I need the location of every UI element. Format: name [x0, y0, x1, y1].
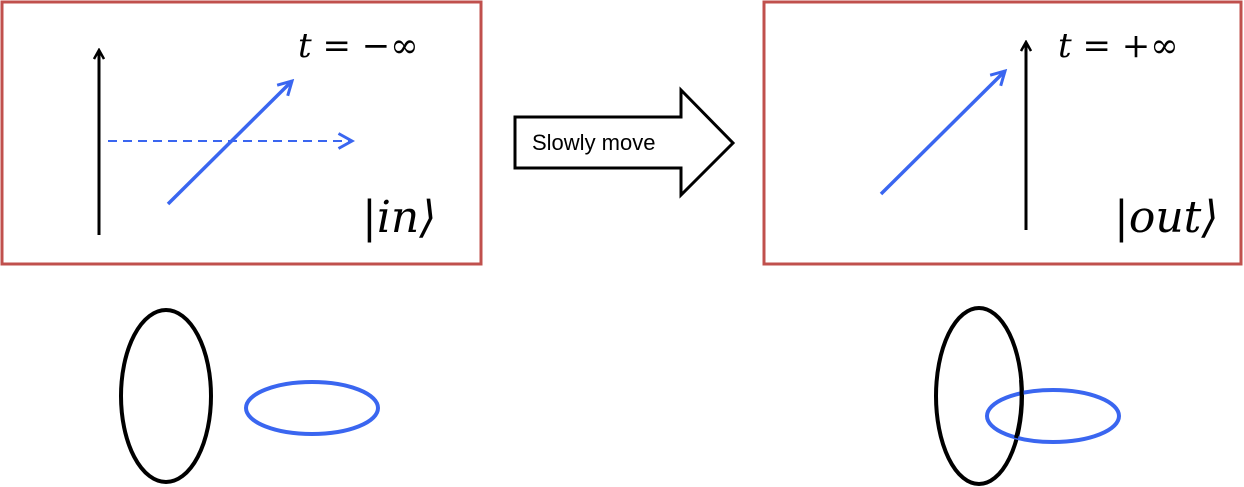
right-time-label: t = +∞ [1058, 26, 1179, 66]
right-diagonal-arrow [879, 71, 1005, 196]
linked-loops [934, 306, 1121, 486]
right-panel-frame [762, 0, 1243, 266]
blue-loop-left [244, 380, 380, 436]
blue-loop-right [985, 388, 1121, 444]
right-panel: t = +∞ |out⟩ [762, 0, 1243, 266]
left-time-label: t = −∞ [298, 26, 419, 66]
transition-arrow-shape [513, 86, 736, 199]
left-panel-frame [0, 0, 483, 266]
left-diagonal-arrow [166, 81, 292, 206]
unlinked-loops [119, 308, 380, 484]
transition-label: Slowly move [532, 130, 655, 155]
left-state-label: |in⟩ [362, 192, 436, 243]
black-loop-right-front-segment [1014, 379, 1024, 439]
transition-arrow: Slowly move [513, 86, 736, 199]
right-state-label: |out⟩ [1114, 192, 1219, 243]
left-panel: t = −∞ |in⟩ [0, 0, 483, 266]
black-loop-left [119, 308, 213, 484]
